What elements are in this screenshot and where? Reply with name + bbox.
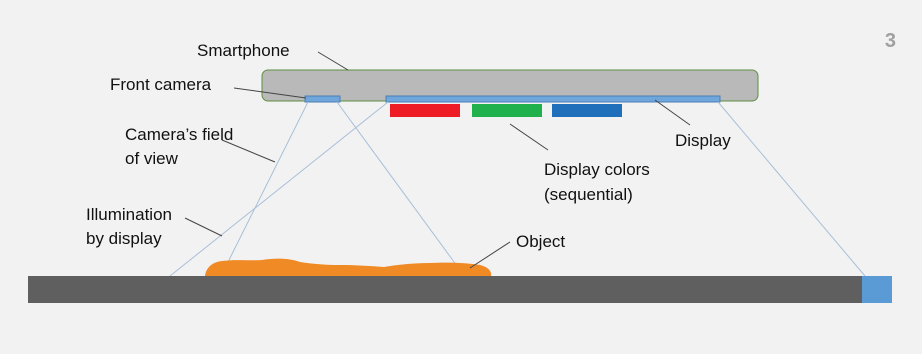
label-illumination-line1: Illumination [86,205,172,224]
display-strip [385,95,721,103]
label-illumination-line2: by display [86,229,162,248]
label-camera-fov-line2: of view [125,149,178,168]
front-camera [304,95,341,103]
label-display: Display [675,131,731,150]
object-shape [205,258,492,276]
leader-display-colors [509,123,549,151]
display-color-red [390,104,460,117]
label-object: Object [516,232,566,251]
leader-illumination [184,217,223,237]
leader-smartphone [317,51,349,71]
leader-object [469,241,511,269]
leader-display [654,99,691,126]
label-camera-fov-line1: Camera’s field [125,125,234,144]
camera-fov-ray-left [225,101,309,267]
camera-fov-ray-right [336,101,458,267]
table-surface [28,276,863,303]
display-color-blue [552,104,622,117]
leader-front-camera [233,87,307,99]
label-front-camera: Front camera [110,75,212,94]
label-display-colors-line1: Display colors [544,160,650,179]
leader-camera-fov [221,139,276,163]
illumination-ray-left [169,101,389,277]
label-display-colors-line2: (sequential) [544,185,633,204]
label-smartphone: Smartphone [197,41,290,60]
table-end-cap [862,276,892,303]
slide-number: 3 [884,30,896,52]
illumination-ray-right [717,101,866,277]
display-color-green [472,104,542,117]
